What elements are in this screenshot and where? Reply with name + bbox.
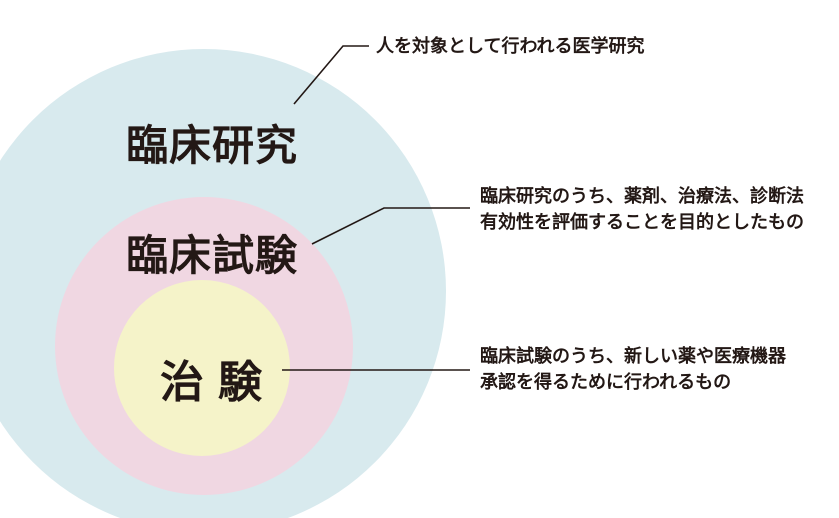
description-line: 臨床試験のうち、新しい薬や医療機器 [480, 346, 786, 367]
description-line: 人を対象として行われる医学研究 [376, 36, 645, 57]
description-line: 有効性を評価することを目的としたもの [480, 212, 804, 233]
chiken-description: 臨床試験のうち、新しい薬や医療機器 承認を得るために行われるもの [480, 344, 786, 396]
clinical-research-description: 人を対象として行われる医学研究 [376, 34, 645, 60]
description-line: 承認を得るために行われるもの [480, 372, 732, 393]
inner-circle [114, 280, 290, 456]
chiken-label: 治験 [160, 357, 276, 408]
description-line: 臨床研究のうち、薬剤、治療法、診断法 [480, 186, 804, 207]
outer-leader-line [293, 45, 369, 105]
clinical-research-label: 臨床研究 [126, 121, 299, 170]
clinical-trial-label: 臨床試験 [126, 231, 299, 280]
middle-leader-line [311, 207, 470, 245]
clinical-trial-description: 臨床研究のうち、薬剤、治療法、診断法 有効性を評価することを目的としたもの [480, 184, 804, 236]
